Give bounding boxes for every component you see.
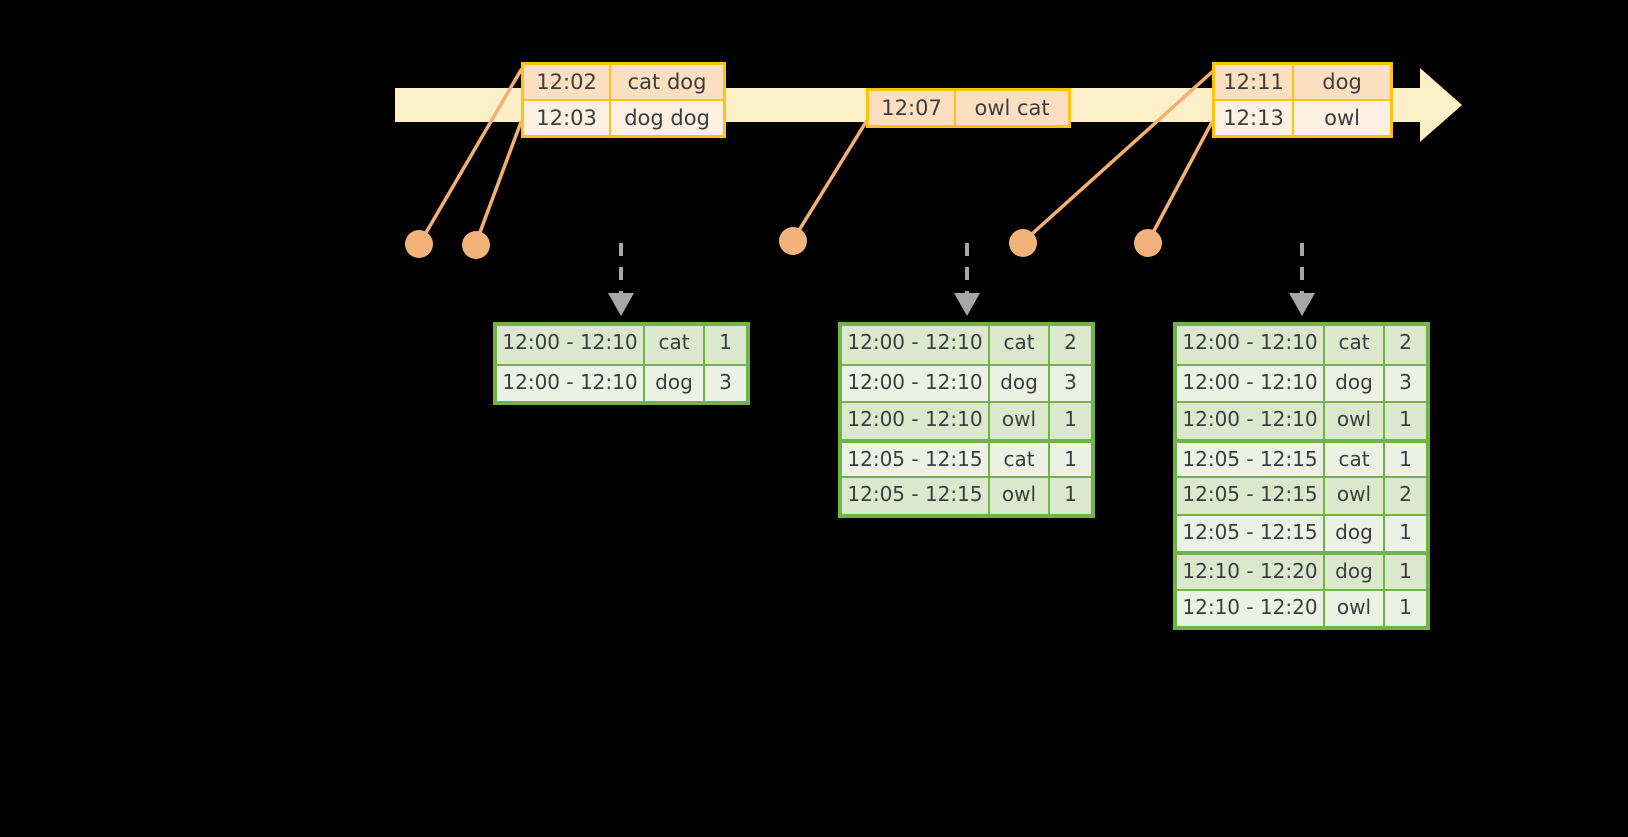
cell-count: 1 [1399, 559, 1412, 583]
cell-word: cat [645, 326, 705, 364]
cell-count: 1 [1399, 446, 1412, 471]
cell-count: 3 [1399, 369, 1412, 394]
event-group-2: 12:07 owl cat [866, 88, 1071, 128]
cell-count: 1 [1064, 482, 1077, 506]
cell-count: 1 [1399, 519, 1412, 544]
event-group-1: 12:02 cat dog 12:03 dog dog [521, 62, 726, 138]
cell-word: owl [990, 478, 1050, 514]
event-time: 12:02 [524, 65, 612, 99]
connector-line-1 [418, 68, 523, 245]
event-row: 12:03 dog dog [524, 99, 723, 135]
cell-window: 12:00 - 12:10 [842, 326, 990, 364]
event-words: owl cat [974, 96, 1050, 120]
connector-line-3 [791, 120, 868, 242]
cell-count: 2 [1064, 330, 1077, 354]
cell-window: 12:00 - 12:10 [497, 365, 645, 401]
table-row: 12:05 - 12:15 cat 1 [1177, 438, 1426, 476]
table-row: 12:05 - 12:15 dog 1 [1177, 513, 1426, 551]
cell-word: cat [1325, 442, 1385, 476]
connector-dot-2 [462, 231, 490, 259]
event-time: 12:03 [524, 101, 612, 135]
table-row: 12:00 - 12:10 dog 3 [1177, 363, 1426, 401]
cell-word: dog [1325, 515, 1385, 551]
cell-word: cat [1325, 326, 1385, 364]
table-row: 12:00 - 12:10 cat 2 [842, 326, 1091, 364]
event-words: dog dog [624, 106, 710, 130]
event-group-3: 12:11 dog 12:13 owl [1212, 62, 1393, 138]
cell-word: dog [1325, 365, 1385, 401]
cell-word: owl [1325, 590, 1385, 626]
result-table-3: 12:00 - 12:10 cat 2 12:00 - 12:10 dog 3 … [1173, 322, 1430, 630]
result-table-2: 12:00 - 12:10 cat 2 12:00 - 12:10 dog 3 … [838, 322, 1095, 518]
connector-dot-4 [1009, 229, 1037, 257]
cell-count: 1 [719, 330, 732, 354]
cell-window: 12:00 - 12:10 [1177, 326, 1325, 364]
event-words: dog [1322, 70, 1362, 94]
down-arrows [608, 243, 1315, 316]
result-table-1: 12:00 - 12:10 cat 1 12:00 - 12:10 dog 3 [493, 322, 750, 405]
event-words: owl [1324, 106, 1360, 130]
event-time: 12:07 [869, 91, 957, 125]
event-row: 12:11 dog [1215, 65, 1390, 99]
cell-word: dog [645, 365, 705, 401]
event-time: 12:13 [1215, 101, 1295, 135]
cell-window: 12:05 - 12:15 [842, 442, 990, 476]
event-words: cat dog [627, 70, 707, 94]
cell-count: 1 [1064, 407, 1077, 431]
cell-window: 12:00 - 12:10 [497, 326, 645, 364]
cell-word: cat [990, 442, 1050, 476]
cell-count: 1 [1064, 446, 1077, 471]
cell-window: 12:05 - 12:15 [1177, 478, 1325, 514]
cell-window: 12:00 - 12:10 [1177, 365, 1325, 401]
cell-window: 12:05 - 12:15 [1177, 442, 1325, 476]
cell-window: 12:10 - 12:20 [1177, 590, 1325, 626]
down-arrow-3 [1289, 243, 1315, 316]
cell-word: owl [1325, 403, 1385, 439]
table-row: 12:05 - 12:15 owl 1 [842, 476, 1091, 514]
cell-window: 12:05 - 12:15 [842, 478, 990, 514]
cell-word: cat [990, 326, 1050, 364]
table-row: 12:00 - 12:10 owl 1 [842, 401, 1091, 439]
table-row: 12:05 - 12:15 cat 1 [842, 438, 1091, 476]
table-row: 12:00 - 12:10 cat 2 [1177, 326, 1426, 364]
cell-count: 1 [1399, 407, 1412, 431]
down-arrow-1 [608, 243, 634, 316]
cell-word: dog [1325, 555, 1385, 589]
connector-dot-3 [779, 227, 807, 255]
event-row: 12:02 cat dog [524, 65, 723, 99]
cell-window: 12:00 - 12:10 [1177, 403, 1325, 439]
cell-count: 2 [1399, 482, 1412, 506]
table-row: 12:00 - 12:10 dog 3 [842, 363, 1091, 401]
cell-window: 12:00 - 12:10 [842, 365, 990, 401]
table-row: 12:10 - 12:20 owl 1 [1177, 588, 1426, 626]
event-time: 12:11 [1215, 65, 1295, 99]
table-row: 12:00 - 12:10 owl 1 [1177, 401, 1426, 439]
cell-count: 3 [719, 369, 732, 394]
table-row: 12:10 - 12:20 dog 1 [1177, 551, 1426, 589]
connector-line-5 [1146, 120, 1214, 244]
cell-count: 1 [1399, 594, 1412, 619]
cell-word: dog [990, 365, 1050, 401]
connector-dot-5 [1134, 229, 1162, 257]
event-row: 12:13 owl [1215, 99, 1390, 135]
cell-window: 12:00 - 12:10 [842, 403, 990, 439]
table-row: 12:05 - 12:15 owl 2 [1177, 476, 1426, 514]
table-row: 12:00 - 12:10 cat 1 [497, 326, 746, 364]
cell-window: 12:05 - 12:15 [1177, 515, 1325, 551]
connector-line-2 [474, 120, 523, 245]
cell-count: 3 [1064, 369, 1077, 394]
cell-word: owl [990, 403, 1050, 439]
connector-dots [405, 227, 1162, 259]
event-row: 12:07 owl cat [869, 91, 1068, 125]
table-row: 12:00 - 12:10 dog 3 [497, 363, 746, 401]
cell-count: 2 [1399, 330, 1412, 354]
cell-word: owl [1325, 478, 1385, 514]
connector-dot-1 [405, 230, 433, 258]
down-arrow-2 [954, 243, 980, 316]
cell-window: 12:10 - 12:20 [1177, 555, 1325, 589]
